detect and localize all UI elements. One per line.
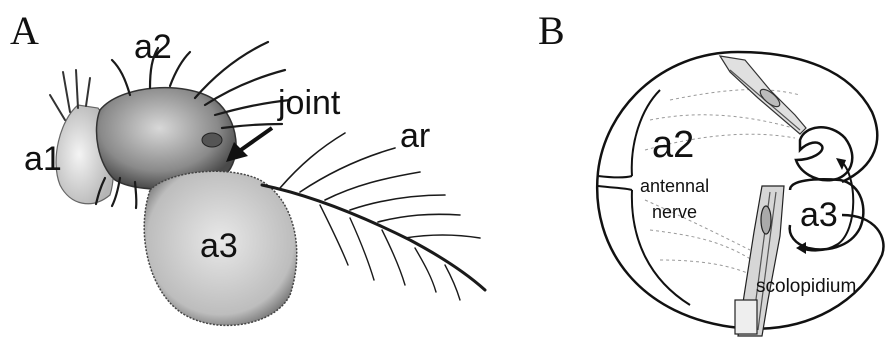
label-scolopidium: scolopidium	[756, 276, 856, 297]
panel-b: B	[538, 8, 883, 336]
antennal-nerve	[598, 90, 690, 305]
joint-knob	[202, 133, 222, 147]
panel-a-letter: A	[10, 8, 39, 53]
arista	[262, 133, 485, 300]
label-a3-photo: a3	[200, 227, 238, 265]
label-a2-diagram: a2	[652, 124, 694, 166]
lower-scolopidium	[735, 186, 784, 336]
label-nerve: nerve	[652, 202, 697, 222]
label-joint: joint	[277, 84, 341, 122]
label-a1: a1	[24, 140, 62, 178]
panel-b-letter: B	[538, 8, 565, 53]
a3-outline	[796, 127, 852, 180]
label-ar: ar	[400, 117, 430, 155]
label-a3-diagram: a3	[800, 196, 838, 234]
panel-a: A	[10, 8, 485, 325]
label-a2-photo: a2	[134, 28, 172, 66]
label-antennal: antennal	[640, 176, 709, 196]
upper-scolopidium	[720, 56, 806, 134]
